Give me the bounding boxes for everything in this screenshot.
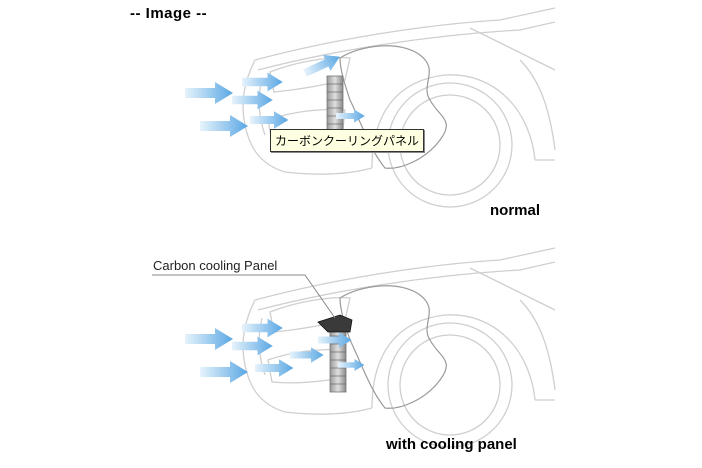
panel-normal bbox=[185, 7, 556, 208]
tooltip-label: カーボンクーリングパネル bbox=[270, 129, 425, 152]
caption-normal: normal bbox=[490, 202, 541, 219]
carbon-cooling-panel bbox=[317, 314, 353, 333]
page-title: -- Image -- bbox=[130, 5, 208, 22]
panel-with-cooling bbox=[152, 247, 556, 448]
callout-leader bbox=[152, 274, 336, 319]
callout-label: Carbon cooling Panel bbox=[153, 258, 278, 273]
airflow-arrow bbox=[185, 82, 233, 104]
caption-with-cooling: with cooling panel bbox=[386, 436, 517, 453]
